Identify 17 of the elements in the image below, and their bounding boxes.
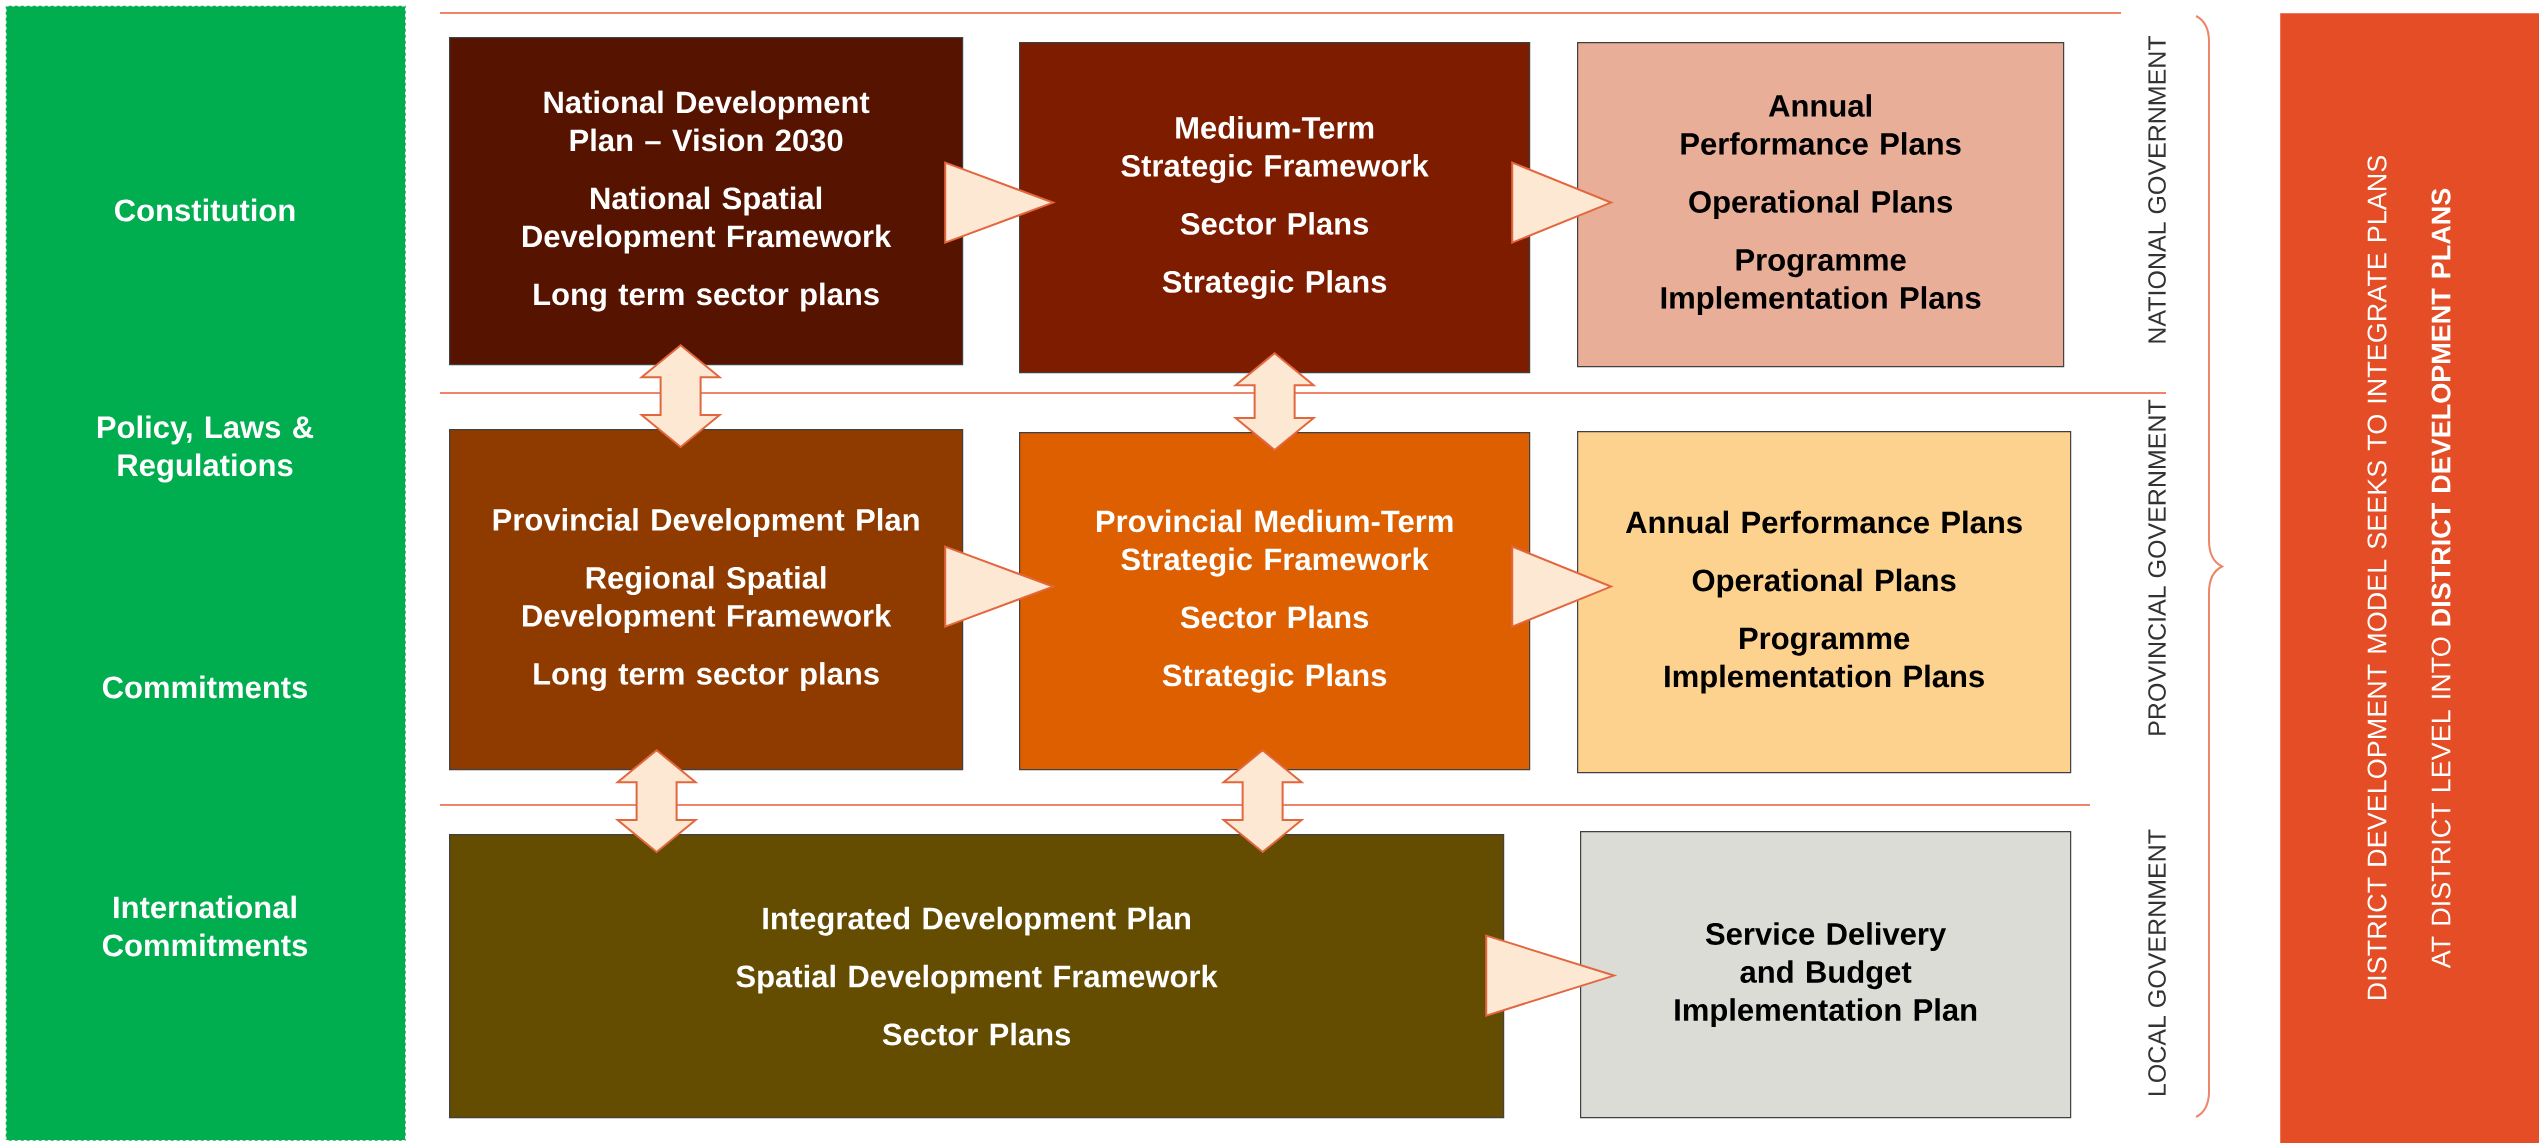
- panel-label: International Commitments: [102, 895, 308, 957]
- band-label: PROVINCIAL GOVERNMENT: [2148, 399, 2166, 735]
- band-label: NATIONAL GOVERNMENT: [2148, 35, 2166, 343]
- band-label: LOCAL GOVERNMENT: [2148, 829, 2166, 1095]
- plan-box: National Development Plan – Vision 2030 National Spatial Development Framework Long term sector plans: [449, 37, 964, 366]
- panel-label: Policy, Laws & Regulations: [97, 415, 314, 483]
- plan-box: Annual Performance Plans Operational Plans Programme Implementation Plans: [1577, 431, 2072, 774]
- plan-box: Service Delivery and Budget Implementation Plan: [1580, 831, 2072, 1119]
- plan-box: Provincial Medium-Term Strategic Framework Sector Plans Strategic Plans: [1019, 432, 1531, 771]
- plan-box: Integrated Development Plan Spatial Development Framework Sector Plans: [449, 834, 1505, 1119]
- block-arrow: [1485, 934, 1618, 1017]
- side-banner: DISTRICT DEVELOPMENT MODEL SEEKS TO INTEGRATE PLANS AT DISTRICT LEVEL INTO DISTRICT DEVELOPMENT PLANS: [2280, 13, 2539, 1143]
- plan-box: Medium-Term Strategic Framework Sector Plans Strategic Plans: [1019, 42, 1531, 374]
- panel-label: Commitments: [102, 675, 308, 699]
- plan-box: Provincial Development Plan Regional Spatial Development Framework Long term sector plans: [449, 429, 964, 771]
- panel-label: Constitution: [115, 198, 295, 222]
- plan-box: Annual Performance Plans Operational Plans Programme Implementation Plans: [1577, 42, 2065, 368]
